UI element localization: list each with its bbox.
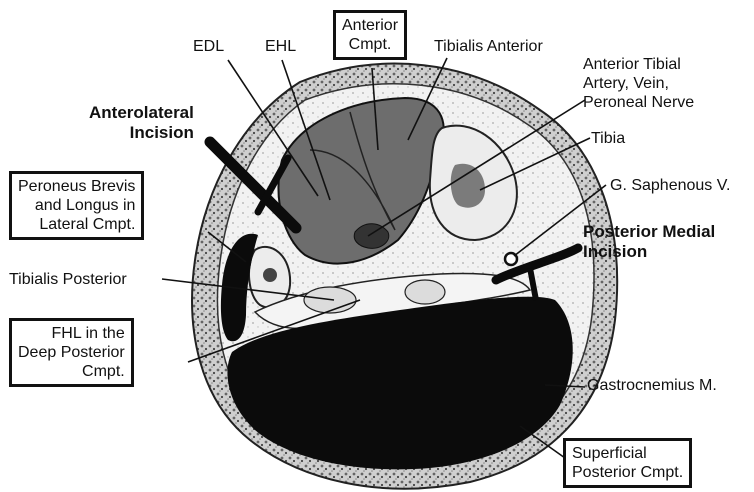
neurovascular-bundle (354, 224, 389, 249)
label-anterior-tibial-line2: Artery, Vein, (583, 74, 694, 93)
label-fhl-line3: Cmpt. (18, 362, 125, 381)
label-fhl-line1: FHL in the (18, 324, 125, 343)
label-anterior-compartment-line2: Cmpt. (342, 35, 398, 54)
label-peroneus-line1: Peroneus Brevis (18, 177, 135, 196)
label-anterolateral-line2: Incision (89, 123, 194, 143)
label-superficial-line2: Posterior Cmpt. (572, 463, 683, 482)
label-superficial-posterior-compartment: Superficial Posterior Cmpt. (563, 438, 692, 488)
label-tibialis-posterior: Tibialis Posterior (9, 270, 127, 289)
label-peroneus-line3: Lateral Cmpt. (18, 215, 135, 234)
label-anterolateral-line1: Anterolateral (89, 103, 194, 123)
label-peroneus-line2: and Longus in (18, 196, 135, 215)
label-gastrocnemius: Gastrocnemius M. (587, 376, 717, 395)
label-peroneus-lateral-compartment: Peroneus Brevis and Longus in Lateral Cm… (9, 171, 144, 240)
label-anterior-tibial-line3: Peroneal Nerve (583, 93, 694, 112)
label-ehl: EHL (265, 37, 296, 56)
label-great-saphenous-vein: G. Saphenous V. (610, 176, 730, 195)
label-anterior-compartment-line1: Anterior (342, 16, 398, 35)
label-tibia: Tibia (591, 129, 625, 148)
label-superficial-line1: Superficial (572, 444, 683, 463)
label-posterior-medial-line1: Posterior Medial (583, 222, 715, 242)
label-fhl-line2: Deep Posterior (18, 343, 125, 362)
label-anterior-tibial-artery: Anterior Tibial Artery, Vein, Peroneal N… (583, 55, 694, 112)
label-posterior-medial-incision: Posterior Medial Incision (583, 222, 715, 262)
label-tibialis-anterior: Tibialis Anterior (434, 37, 543, 56)
label-anterolateral-incision: Anterolateral Incision (89, 103, 194, 143)
label-anterior-tibial-line1: Anterior Tibial (583, 55, 694, 74)
label-fhl-deep-posterior: FHL in the Deep Posterior Cmpt. (9, 318, 134, 387)
label-edl: EDL (193, 37, 224, 56)
label-posterior-medial-line2: Incision (583, 242, 715, 262)
label-anterior-compartment: Anterior Cmpt. (333, 10, 407, 60)
